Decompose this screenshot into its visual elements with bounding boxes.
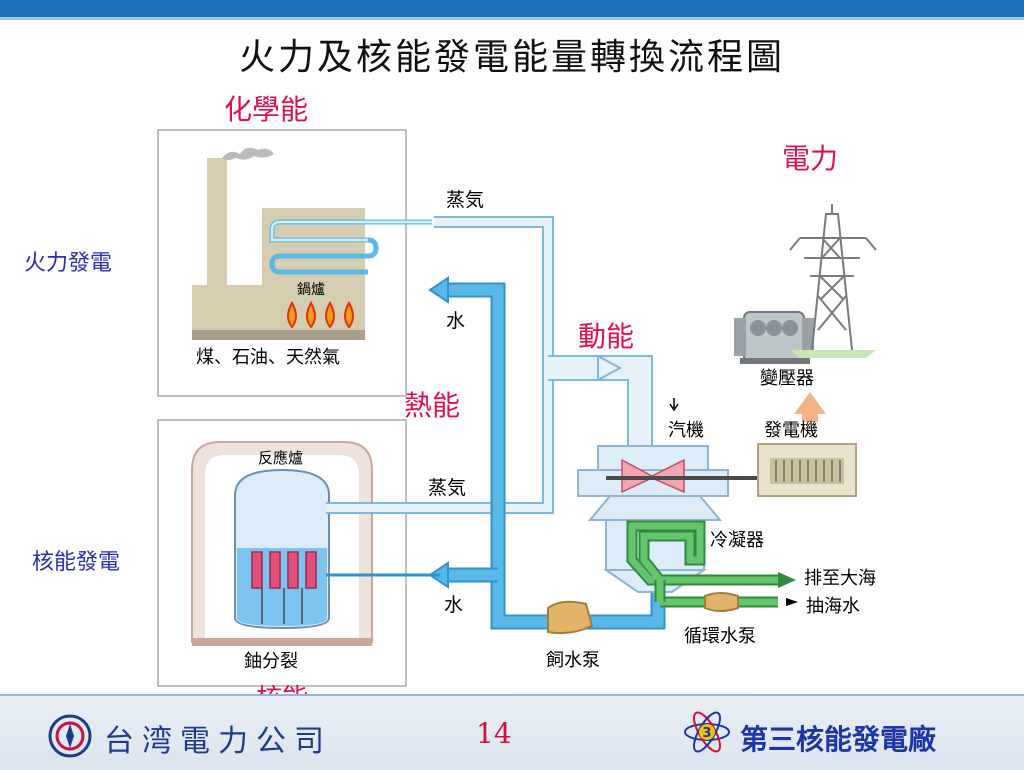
steam-bottom-label: 蒸気: [428, 477, 467, 499]
intake-arrow-icon: [786, 598, 798, 606]
header-accent-line: [0, 17, 1024, 20]
transformer-icon: [734, 311, 814, 364]
header-bar: [0, 0, 1024, 17]
turbine-label: 汽機: [668, 420, 704, 441]
plant-badge-number: 3: [702, 726, 711, 741]
boiler-label: 鍋爐: [297, 282, 325, 298]
page-title: 火力及核能發電能量轉換流程圖: [238, 37, 785, 78]
atom-logo-icon: 3: [684, 711, 730, 753]
plant-floor: [192, 330, 365, 340]
smoke-icon: [222, 147, 274, 160]
chimney: [207, 158, 227, 288]
generator-label: 發電機: [764, 420, 818, 441]
flame-icon: [287, 300, 354, 329]
footer-bar: [0, 694, 1024, 770]
condenser-label: 冷凝器: [710, 530, 764, 551]
water-top-label: 水: [446, 310, 466, 332]
feed-pump-label: 飼水泵: [546, 650, 600, 671]
circulating-pump-icon: [704, 592, 739, 612]
steam-pipes: [326, 216, 653, 514]
water-bottom-label: 水: [444, 594, 464, 616]
transformer-label: 變壓器: [760, 368, 814, 389]
reactor-label: 反應爐: [258, 449, 304, 467]
taipower-logo-icon: [48, 714, 92, 758]
discharge-label: 排至大海: [804, 568, 876, 589]
thermal-energy-label: 熱能: [404, 389, 461, 422]
circulating-pump-label: 循環水泵: [684, 626, 756, 647]
fuel-rods-icon: [251, 551, 317, 589]
page-number: 14: [476, 717, 512, 750]
plant-name: 第三核能發電廠: [740, 723, 937, 756]
transmission-tower-icon: [789, 204, 877, 351]
fuel-label: 煤、石油、天然氣: [196, 347, 340, 368]
energy-flow-diagram: [157, 129, 877, 687]
tower-ground: [790, 350, 876, 358]
feed-pump-icon: [547, 600, 594, 635]
fission-label: 鈾分裂: [244, 651, 298, 672]
steam-top-label: 蒸気: [446, 189, 485, 211]
thermal-power-label: 火力發電: [24, 251, 113, 276]
electric-power-label: 電力: [782, 142, 839, 175]
turbine-housing: [577, 445, 856, 521]
chemical-energy-label: 化學能: [224, 93, 309, 126]
plant-base: [192, 285, 365, 337]
up-arrow-icon: [794, 392, 826, 422]
nuclear-power-label: 核能發電: [32, 550, 121, 575]
discharge-arrow-icon: [778, 572, 796, 588]
intake-label: 抽海水: [806, 596, 860, 617]
condenser: [602, 519, 798, 612]
company-name: 台湾電力公司: [104, 724, 332, 759]
down-arrow-icon: [669, 398, 679, 412]
kinetic-energy-label: 動能: [578, 320, 635, 353]
generator-icon: [757, 443, 857, 497]
